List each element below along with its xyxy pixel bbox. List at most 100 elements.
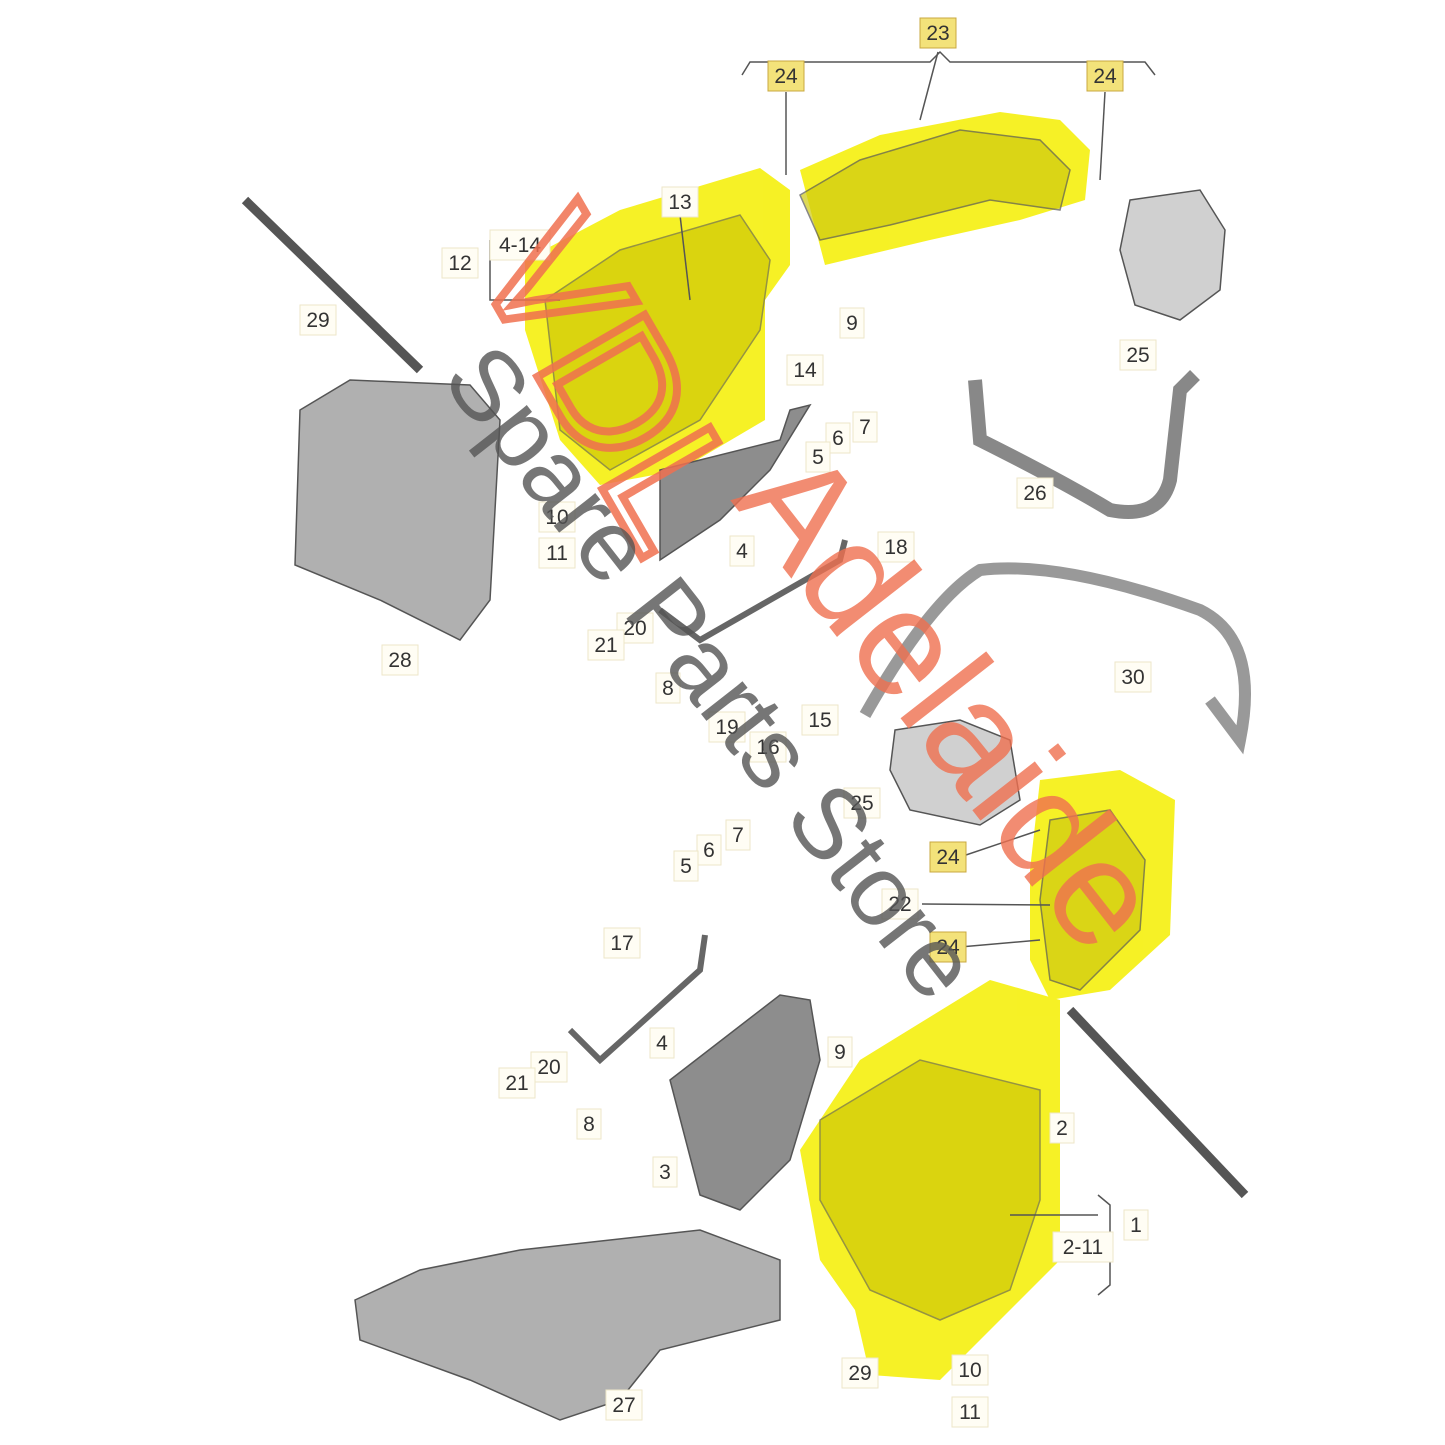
callout-text: 2-11 (1063, 1236, 1103, 1259)
callout-text: 10 (545, 506, 568, 529)
callout-5: 5 (673, 850, 699, 882)
callout-16: 16 (749, 731, 787, 763)
callout-text: 17 (610, 932, 633, 955)
callout-box (498, 1067, 536, 1099)
part-1-housing-lower (819, 1059, 1041, 1321)
callout-23: 23 (919, 17, 957, 49)
callout-3: 3 (652, 1156, 678, 1188)
callout-11: 11 (538, 537, 576, 569)
callout-box (661, 186, 699, 218)
callout-17: 17 (603, 927, 641, 959)
part-30-hose (859, 562, 1251, 755)
callout-box (825, 422, 851, 454)
part-26-hose (968, 370, 1200, 519)
callout-text: 12 (448, 252, 471, 275)
callout-box (725, 819, 751, 851)
callout-4: 4 (649, 1027, 675, 1059)
part-25-throttle-upper (1119, 189, 1226, 321)
watermark-slash-top (241, 196, 424, 374)
callout-text: 21 (594, 634, 617, 657)
callout-28: 28 (381, 644, 419, 676)
callout-text: 6 (832, 427, 844, 450)
callout-text: 8 (662, 677, 674, 700)
callout-12: 12 (441, 247, 479, 279)
callout-box (827, 1036, 853, 1068)
callout-21: 21 (587, 629, 625, 661)
callout-14: 14 (786, 354, 824, 386)
callout-text: 23 (926, 22, 949, 45)
callout-box (843, 787, 881, 819)
callout-text: 5 (812, 446, 824, 469)
callout-box (805, 441, 831, 473)
callout-box (841, 1357, 879, 1389)
callout-30: 30 (1114, 661, 1152, 693)
callout-text: 24 (774, 65, 798, 88)
callout-text: 14 (793, 359, 817, 382)
callout-box (1049, 1112, 1075, 1144)
callout-7: 7 (725, 819, 751, 851)
callout-text: 8 (583, 1113, 595, 1136)
callout-box (489, 229, 551, 261)
callout-box (655, 672, 681, 704)
callout-text: 9 (846, 312, 858, 335)
callout-text: 4-14 (499, 234, 541, 257)
callout-box (852, 411, 878, 443)
callout-5: 5 (805, 441, 831, 473)
callout-box (839, 307, 865, 339)
callout-box (1052, 1231, 1114, 1263)
callout-2: 2 (1049, 1112, 1075, 1144)
callout-24: 24 (767, 60, 805, 92)
callout-text: 29 (306, 309, 329, 332)
callout-6: 6 (825, 422, 851, 454)
callout-text: 5 (680, 855, 692, 878)
callout-text: 30 (1121, 666, 1144, 689)
callout-box (929, 841, 967, 873)
callout-27: 27 (605, 1389, 643, 1421)
callout-box (1123, 1209, 1149, 1241)
callout-text: 1 (1130, 1214, 1142, 1237)
callout-20: 20 (530, 1051, 568, 1083)
callout-box (530, 1051, 568, 1083)
callout-7: 7 (852, 411, 878, 443)
part-22-duct (1039, 809, 1146, 991)
callout-24: 24 (1086, 60, 1124, 92)
callout-box (696, 834, 722, 866)
callout-box (767, 60, 805, 92)
callout-text: 10 (958, 1359, 981, 1382)
callout-text: 7 (859, 416, 871, 439)
callout-box (299, 304, 337, 336)
part-23-duct (799, 129, 1071, 241)
callout-text: 18 (884, 536, 907, 559)
callout-13: 13 (661, 186, 699, 218)
callout-box (538, 501, 576, 533)
callout-text: 28 (388, 649, 411, 672)
callout-29: 29 (841, 1357, 879, 1389)
callout-15: 15 (801, 704, 839, 736)
callout-text: 2 (1056, 1117, 1068, 1140)
callout-box (381, 644, 419, 676)
callout-box (881, 888, 919, 920)
callout-box (1086, 60, 1124, 92)
callout-box (652, 1156, 678, 1188)
part-18-bracket (658, 539, 848, 644)
callout-box (929, 931, 967, 963)
callout-text: 11 (959, 1401, 981, 1424)
callout-8: 8 (576, 1108, 602, 1140)
callout-text: 24 (936, 846, 960, 869)
callout-text: 26 (1023, 482, 1046, 505)
callout-box (729, 535, 755, 567)
callout-box (708, 711, 746, 743)
callout-box (587, 629, 625, 661)
callout-24: 24 (929, 931, 967, 963)
callout-box (919, 17, 957, 49)
callout-6: 6 (696, 834, 722, 866)
callout-9: 9 (839, 307, 865, 339)
callout-25: 25 (843, 787, 881, 819)
watermark-slash-bottom (1066, 1006, 1249, 1199)
callout-text: 6 (703, 839, 715, 862)
callout-box (605, 1389, 643, 1421)
callout-21: 21 (498, 1067, 536, 1099)
callout-text: 4 (736, 540, 748, 563)
callout-box (877, 531, 915, 563)
